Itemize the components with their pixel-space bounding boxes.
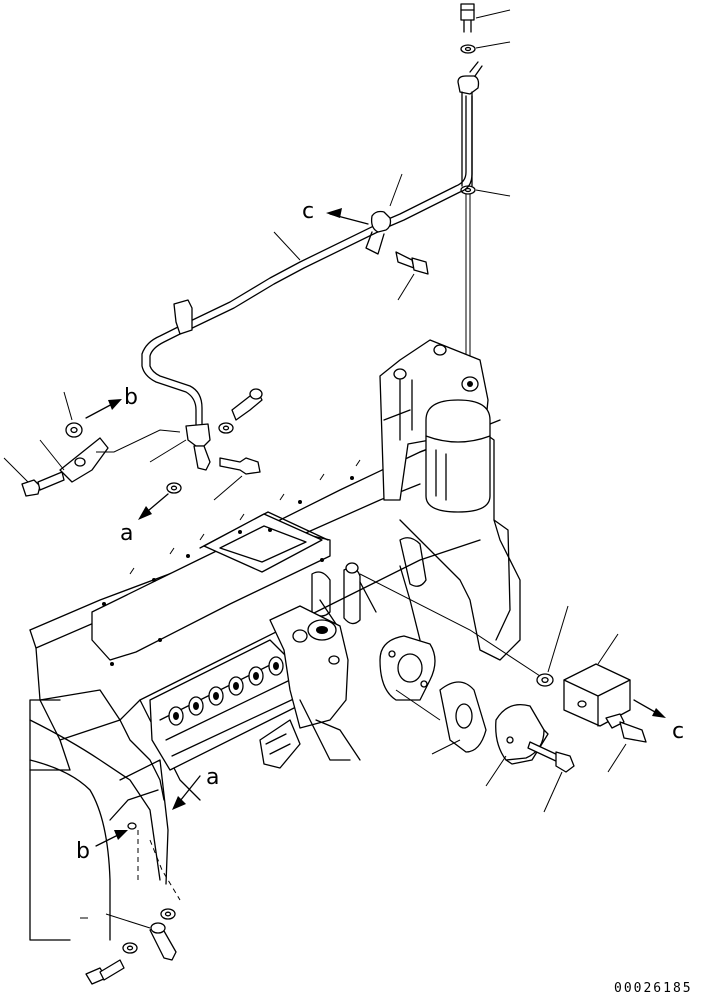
- leader-block-bolt: [607, 743, 627, 773]
- washer-upper-right: [218, 422, 234, 434]
- vertical-oil-tube: [461, 91, 473, 187]
- arrow-b-lower: [95, 830, 128, 847]
- top-bolt: [460, 3, 475, 33]
- label-b-lower: b: [76, 839, 90, 864]
- o-ring-right: [536, 673, 554, 687]
- washer-lower: [166, 482, 182, 494]
- leader-top-bolt: [475, 9, 511, 19]
- bolt-bottom: [85, 959, 125, 985]
- blanking-cover: [495, 703, 549, 765]
- leader-pipe: [273, 231, 301, 261]
- leader-clamp-bolt-lower: [213, 475, 243, 501]
- fuel-injection-pump: [149, 605, 361, 771]
- washer-b: [65, 422, 83, 438]
- arrow-c-top: [326, 208, 369, 225]
- leader-clamp-lower: [149, 439, 187, 463]
- leader-clamp-bolt: [397, 273, 415, 301]
- leader-connector-block: [597, 633, 619, 665]
- oil-pipe: [141, 95, 467, 431]
- top-washer: [460, 44, 476, 54]
- label-b-upper: b: [124, 385, 138, 410]
- flywheel-housing: [29, 719, 169, 941]
- water-flange: [379, 635, 436, 701]
- leader-top-washer: [475, 41, 511, 49]
- arrow-a-lower: [172, 775, 201, 810]
- pipe-clamp-lower: [185, 423, 211, 471]
- bracket-b: [59, 437, 109, 483]
- fuel-filter: [425, 399, 491, 513]
- pipe-clamp-upper: [365, 210, 392, 255]
- connector-block: [563, 663, 631, 727]
- leader-water-flange: [395, 689, 441, 721]
- bolt-upper-right: [231, 388, 263, 421]
- leader-hidden-line-right: [359, 573, 541, 677]
- clamp-bolt-lower: [219, 457, 261, 475]
- arrow-b-upper: [85, 399, 122, 419]
- washer-bottom-2: [160, 908, 176, 920]
- leader-b-bracket: [96, 429, 181, 453]
- banjo-bolt-lower: [149, 922, 177, 961]
- vertical-oil-tube-lower: [465, 194, 471, 360]
- leader-o-ring: [547, 605, 569, 673]
- washer-bottom: [122, 942, 138, 954]
- pipe-clamp-middle: [173, 299, 193, 335]
- bolt-b: [21, 471, 65, 497]
- leader-clamp: [389, 173, 403, 207]
- leader-mid-washer: [475, 189, 511, 197]
- leader-bolt-b: [3, 457, 29, 483]
- block-bolt: [605, 713, 647, 743]
- leader-banjo-bolt-lower: [105, 913, 151, 929]
- hidden-line-b: [137, 830, 181, 901]
- label-c-top: c: [302, 199, 314, 224]
- arrow-c-right: [633, 699, 666, 718]
- label-a-lower: a: [206, 765, 219, 790]
- leader-washer-b: [63, 391, 73, 421]
- leader-cover-bolt: [543, 771, 563, 813]
- label-c-right: c: [672, 719, 684, 744]
- banjo-fitting: [457, 61, 483, 95]
- clamp-bolt-upper: [395, 251, 429, 275]
- gasket: [439, 681, 487, 753]
- leader-gasket: [431, 739, 461, 755]
- mount-hole-b: [127, 822, 137, 830]
- document-number: 00026185: [614, 981, 693, 996]
- cover-bolt: [527, 741, 575, 773]
- leader-bracket-b: [39, 439, 65, 471]
- label-a-upper: a: [120, 521, 133, 546]
- leader-cover: [485, 755, 507, 787]
- arrow-a-upper: [138, 493, 169, 520]
